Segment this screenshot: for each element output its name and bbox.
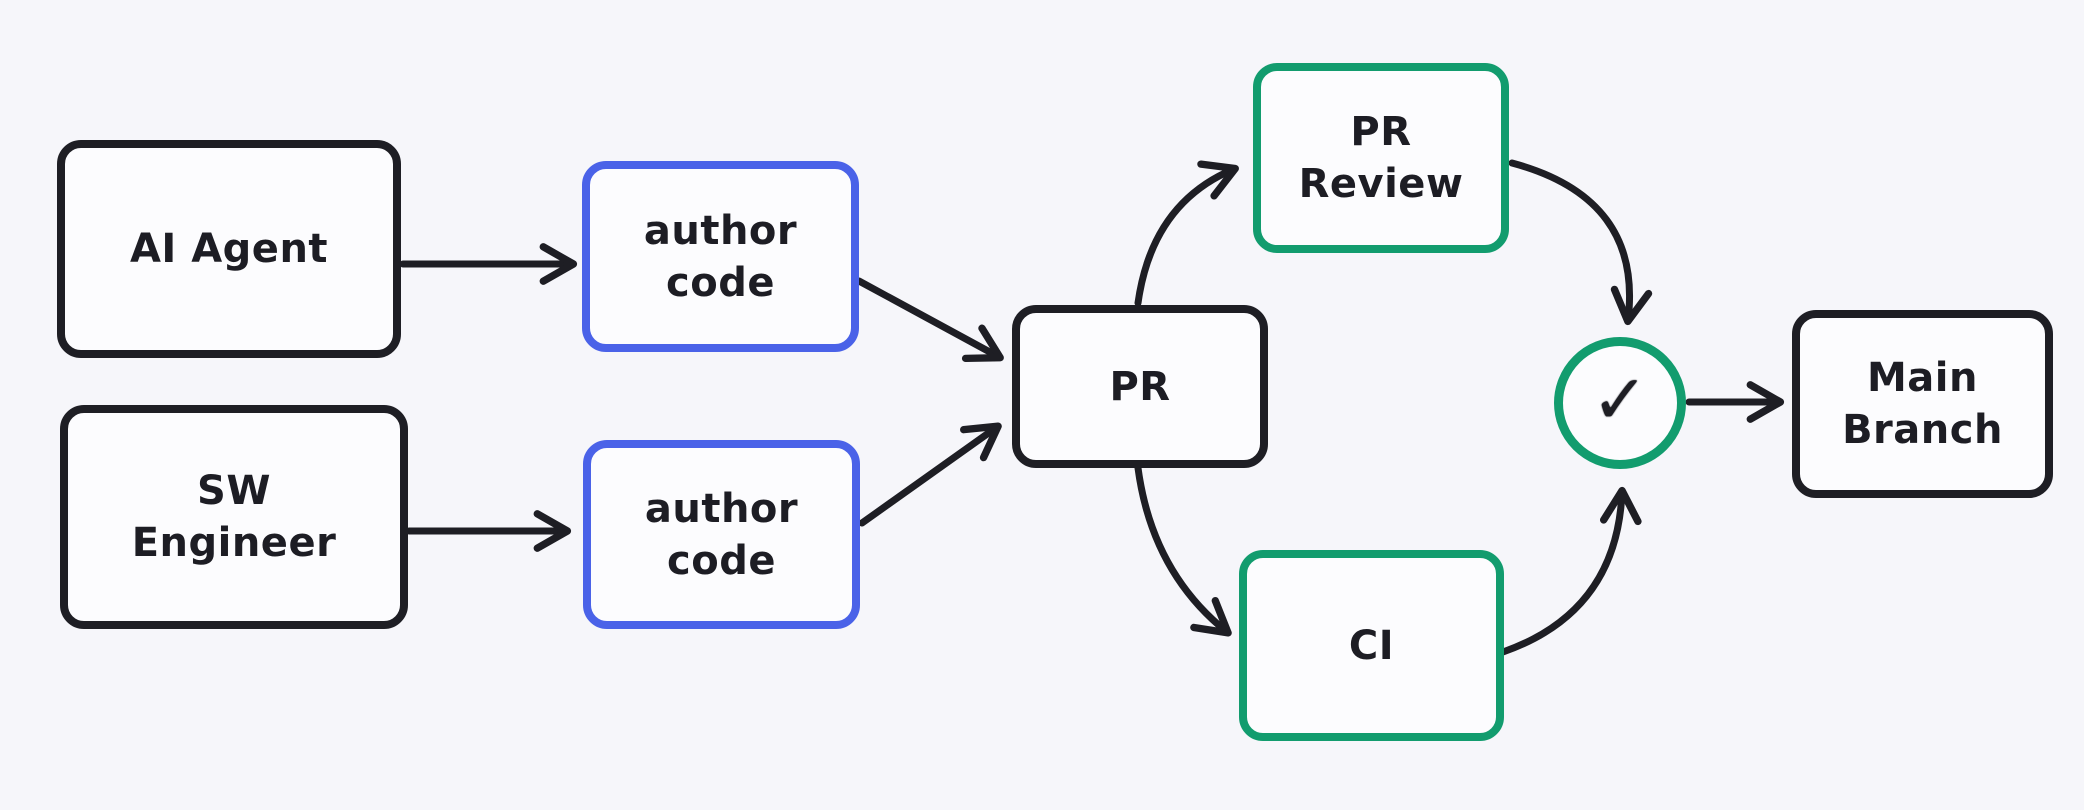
arrow-pr-to-pr-review xyxy=(1134,160,1239,307)
arrow-pr-review-to-check xyxy=(1508,159,1653,326)
node-sw-engineer: SW Engineer xyxy=(60,405,408,629)
node-author-code-1-label: author code xyxy=(643,207,798,306)
node-ci-label: CI xyxy=(1348,622,1395,669)
node-author-code-2: author code xyxy=(583,440,860,629)
arrow-author-code-2-to-pr xyxy=(858,422,1002,527)
node-pr-review: PR Review xyxy=(1253,63,1509,253)
arrow-pr-to-ci xyxy=(1134,464,1232,637)
node-ai-agent-label: AI Agent xyxy=(129,226,329,272)
node-sw-engineer-label: SW Engineer xyxy=(131,468,337,566)
node-author-code-1: author code xyxy=(582,161,859,352)
check-icon: ✓ xyxy=(1591,361,1649,440)
node-pr-label: PR xyxy=(1109,363,1171,410)
arrow-ci-to-check xyxy=(1499,486,1642,656)
node-main-branch-label: Main Branch xyxy=(1842,355,2003,453)
node-pr: PR xyxy=(1012,305,1268,468)
node-main-branch: Main Branch xyxy=(1792,310,2053,498)
node-ci: CI xyxy=(1239,550,1504,741)
node-author-code-2-label: author code xyxy=(644,485,799,584)
arrow-author-code-1-to-pr xyxy=(855,277,1004,363)
node-pr-review-label: PR Review xyxy=(1298,109,1464,207)
node-check-circle: ✓ xyxy=(1554,337,1686,469)
node-ai-agent: AI Agent xyxy=(57,140,401,358)
